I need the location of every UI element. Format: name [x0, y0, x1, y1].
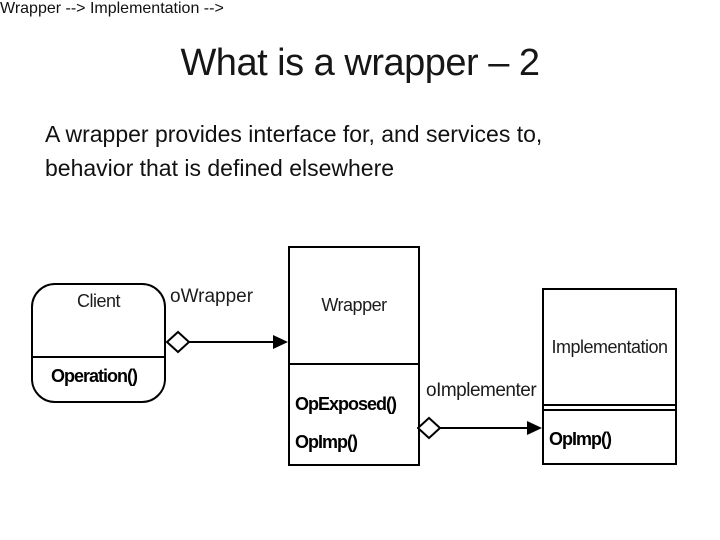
uml-class-wrapper: Wrapper OpExposed() OpImp() [288, 246, 420, 466]
aggregation-connector-client-wrapper [166, 330, 288, 354]
open-diamond-icon [166, 330, 191, 354]
wrapper-operations: OpExposed() OpImp() [290, 365, 418, 461]
arrowhead-icon [273, 335, 288, 349]
aggregation-connector-wrapper-implementation [417, 416, 542, 440]
body-line-2: behavior that is defined elsewhere [45, 155, 395, 181]
client-class-name: Client [33, 285, 164, 358]
body-line-1: A wrapper provides interface for, and se… [45, 121, 543, 147]
connector-label-oimplementer: oImplementer [426, 380, 537, 401]
wrapper-class-name: Wrapper [290, 248, 418, 365]
connector-label-owrapper: oWrapper [170, 286, 254, 307]
implementation-operation: OpImp() [549, 429, 612, 449]
slide-body-text: A wrapper provides interface for, and se… [45, 117, 685, 185]
uml-class-client: Client Operation() [31, 283, 166, 403]
arrowhead-icon [527, 421, 542, 435]
wrapper-operation-1: OpExposed() [295, 394, 397, 414]
wrapper-operation-2: OpImp() [295, 432, 358, 452]
slide-title: What is a wrapper – 2 [180, 42, 540, 84]
uml-class-implementation: Implementation OpImp() [542, 288, 677, 465]
open-diamond-icon [417, 416, 442, 440]
implementation-class-name: Implementation [544, 290, 675, 406]
double-divider-line [544, 406, 675, 411]
client-operation: Operation() [51, 366, 138, 386]
